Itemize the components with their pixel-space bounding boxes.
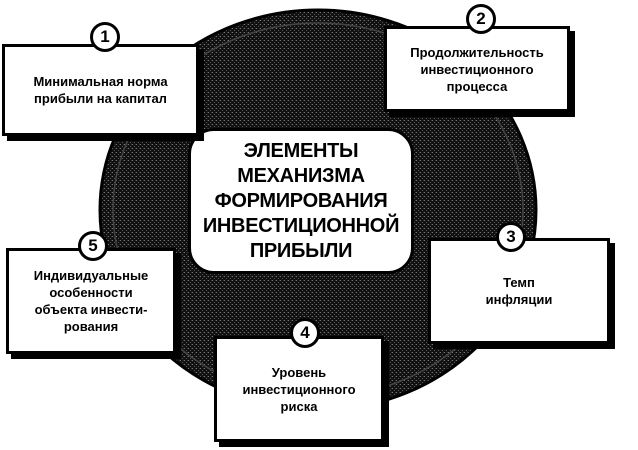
element-number-5: 5 <box>78 231 108 261</box>
element-box-2: Продолжительность инвестиционного процес… <box>384 26 570 112</box>
element-label-3: Темп инфляции <box>485 275 553 307</box>
element-number-1: 1 <box>90 22 120 52</box>
element-label-1: Минимальная норма прибыли на капитал <box>33 74 168 106</box>
element-label-5: Индивидуальные особенности объекта инвес… <box>33 268 149 334</box>
element-box-5: Индивидуальные особенности объекта инвес… <box>6 248 176 354</box>
element-label-2: Продолжительность инвестиционного процес… <box>410 44 544 94</box>
element-number-2: 2 <box>466 4 496 34</box>
center-title: ЭЛЕМЕНТЫ МЕХАНИЗМА ФОРМИРОВАНИЯ ИНВЕСТИЦ… <box>202 139 400 262</box>
element-box-4: Уровень инвестиционного риска <box>214 336 384 442</box>
element-number-3: 3 <box>496 222 526 252</box>
element-number-4: 4 <box>290 318 320 348</box>
element-label-4: Уровень инвестиционного риска <box>242 364 356 414</box>
element-box-3: Темп инфляции <box>428 238 610 344</box>
center-title-box: ЭЛЕМЕНТЫ МЕХАНИЗМА ФОРМИРОВАНИЯ ИНВЕСТИЦ… <box>188 128 414 274</box>
element-box-1: Минимальная норма прибыли на капитал <box>2 44 199 136</box>
